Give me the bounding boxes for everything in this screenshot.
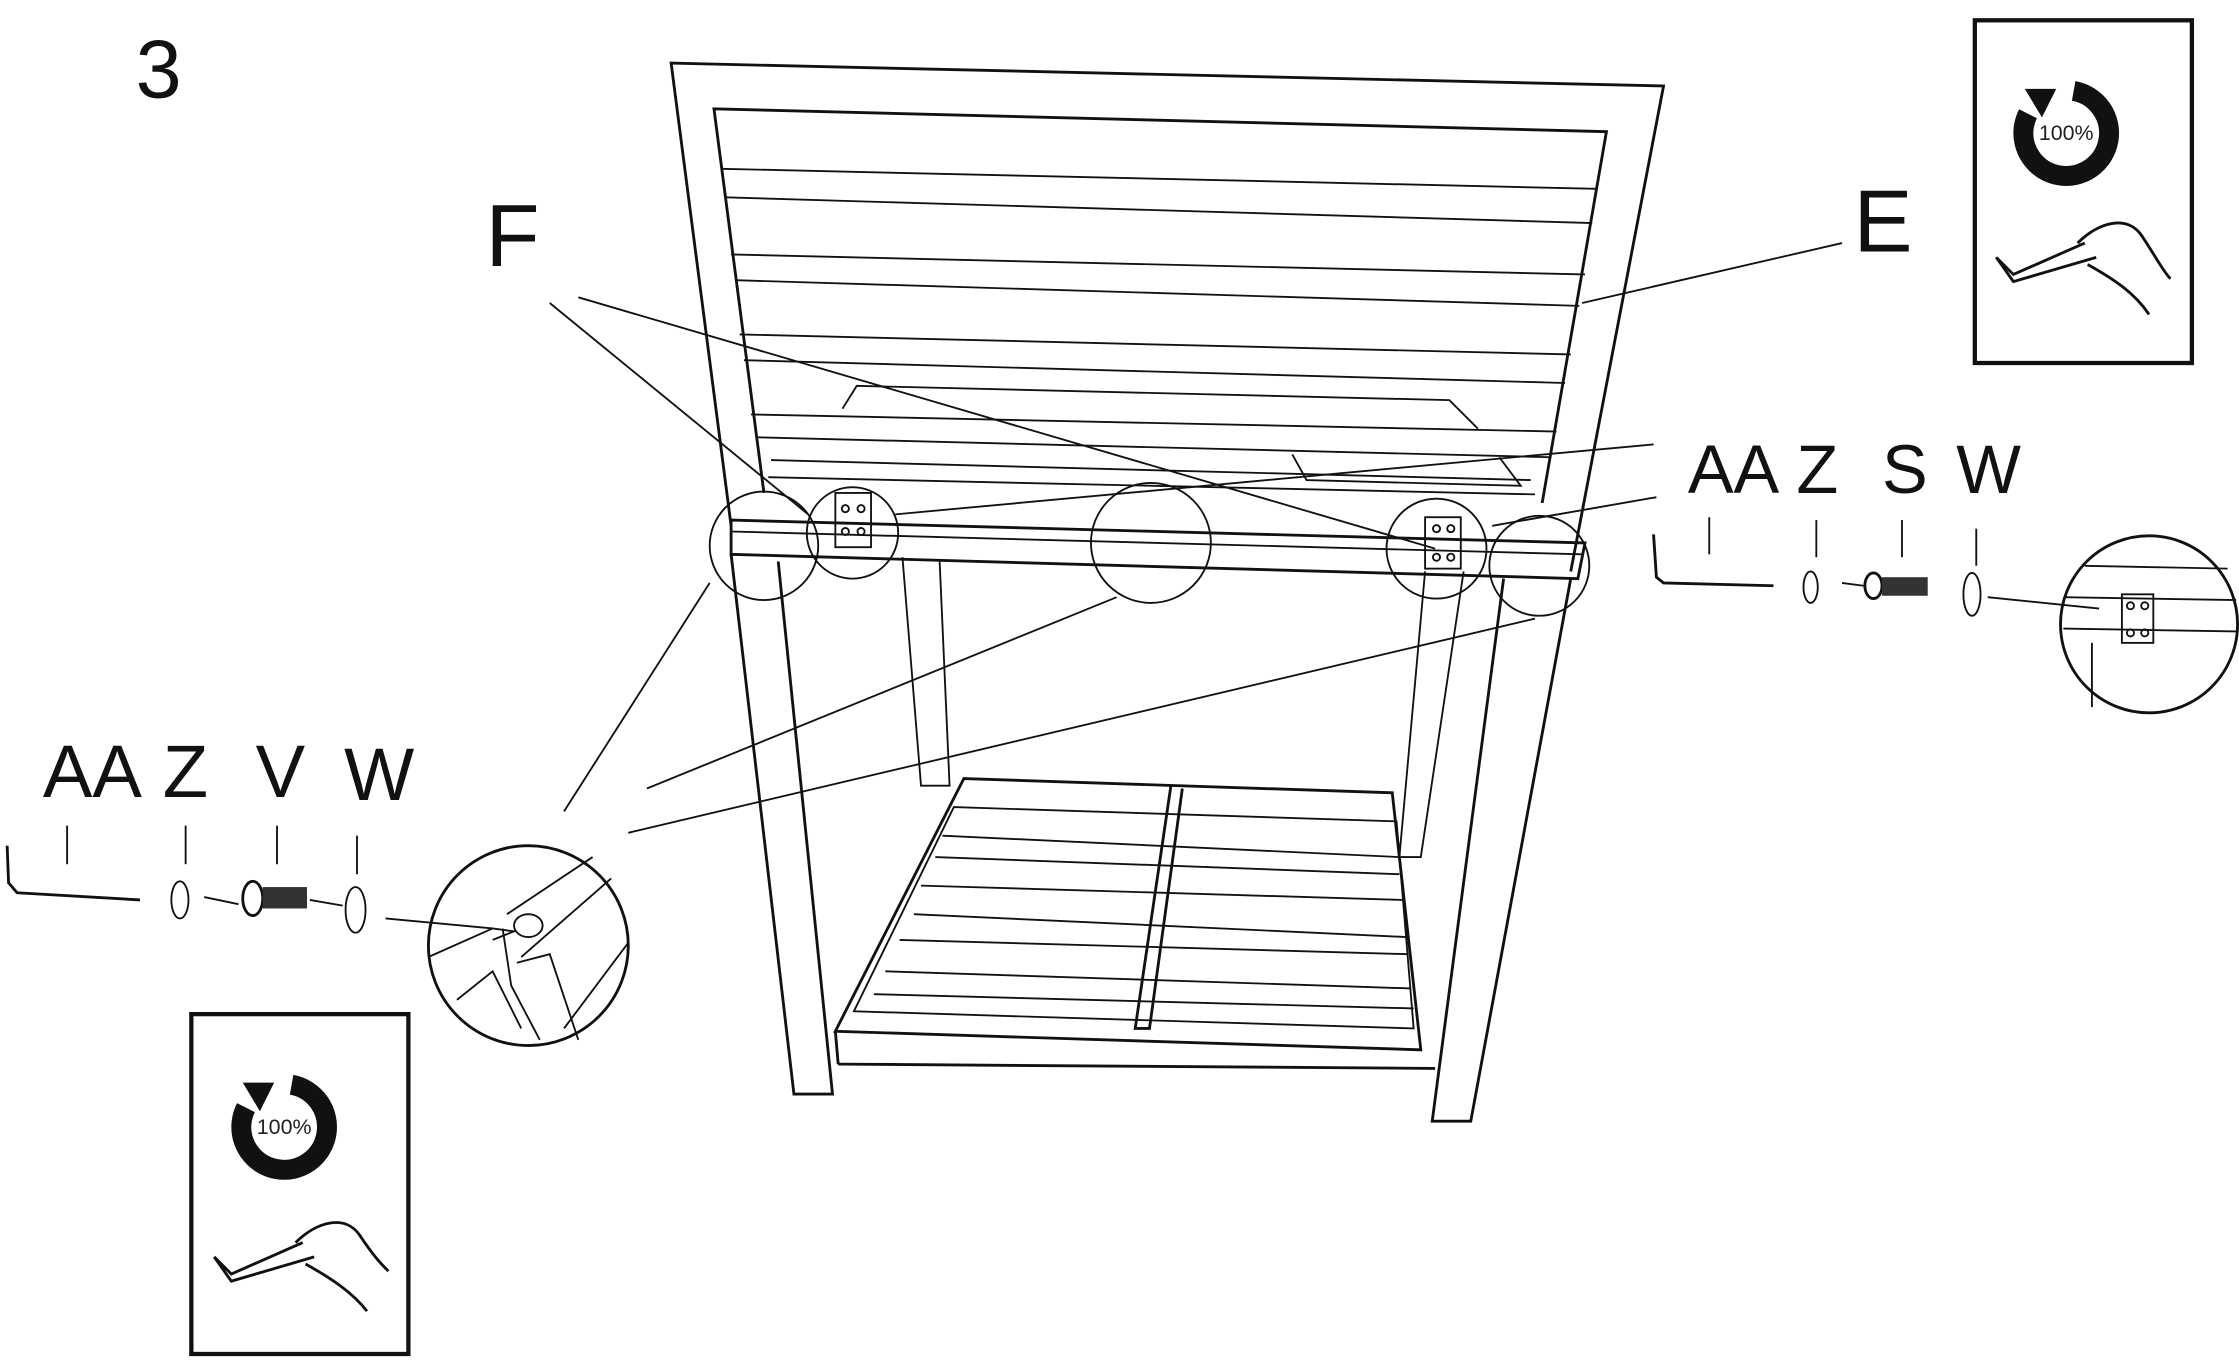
hand-wrench-icon <box>213 1221 390 1313</box>
hardware-left: AA Z V W <box>5 730 630 1047</box>
hw-right-label-w: W <box>1956 431 2021 508</box>
lock-washer-icon <box>1802 570 1819 604</box>
torque-percent: 100% <box>257 1115 312 1139</box>
frame <box>729 492 1587 1123</box>
back-panel <box>669 61 1666 572</box>
bolt-thread <box>262 887 308 909</box>
step-number: 3 <box>136 22 182 115</box>
hex-key-icon <box>1652 534 1774 588</box>
bolt-v-icon <box>241 879 265 918</box>
lock-washer-icon <box>170 880 190 920</box>
hw-left-label-z: Z <box>163 730 208 813</box>
washer-icon <box>344 886 367 934</box>
washer-icon <box>1962 571 1982 617</box>
bolt-s-icon <box>1863 571 1884 601</box>
hw-right-label-s: S <box>1882 431 1928 508</box>
hw-left-label-v: V <box>256 730 306 813</box>
detail-callout-left <box>426 844 630 1047</box>
hw-left-label-aa: AA <box>43 730 143 813</box>
hardware-right: AA Z S W <box>1652 431 2239 715</box>
rotate-arrow-icon <box>231 1074 337 1180</box>
detail-callout-right <box>2059 534 2239 715</box>
hw-right-label-z: Z <box>1796 431 1838 508</box>
tighten-instruction-top-right: 100% <box>1972 18 2195 366</box>
highlight-circles <box>708 482 1591 617</box>
hw-left-label-w: W <box>344 733 414 816</box>
leader-lines <box>549 242 1843 834</box>
label-f: F <box>485 186 539 285</box>
hand-wrench-icon <box>1995 221 2172 316</box>
hw-right-label-aa: AA <box>1688 431 1780 508</box>
bolt-thread <box>1882 577 1928 596</box>
hex-key-icon <box>5 845 141 902</box>
label-e: E <box>1853 172 1912 271</box>
tighten-instruction-bottom-left: 100% <box>189 1011 411 1357</box>
torque-percent: 100% <box>2039 121 2094 145</box>
